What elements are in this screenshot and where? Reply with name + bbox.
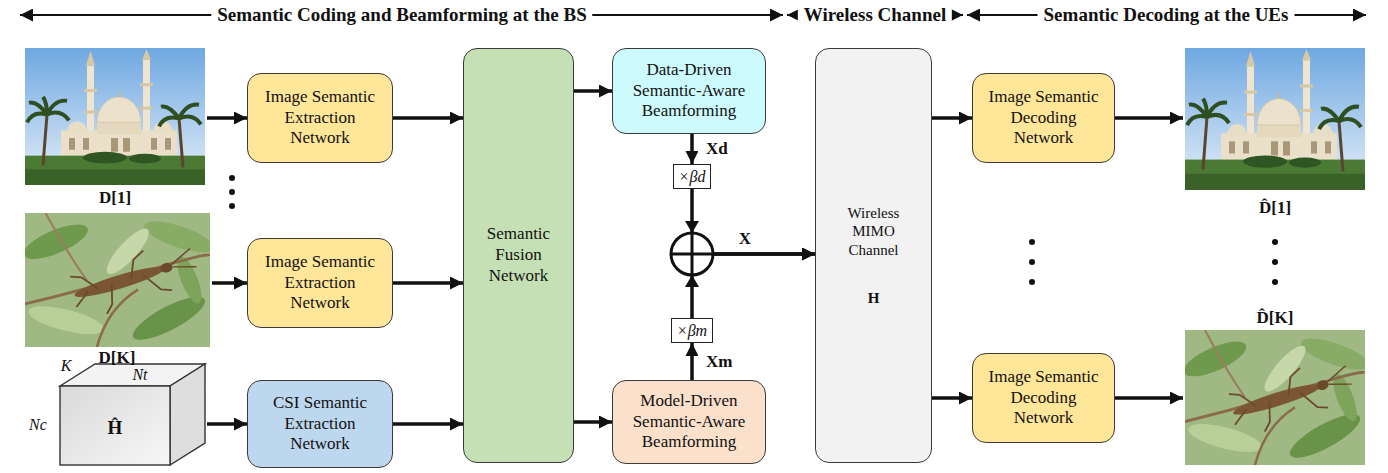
input-image [19, 213, 218, 347]
dot [1272, 279, 1278, 285]
dot [1029, 279, 1035, 285]
dot [1272, 239, 1278, 245]
node-text: Data-Driven Semantic-Aware Beamforming [621, 60, 757, 122]
decoding-network: Image Semantic Decoding Network [972, 73, 1115, 163]
section-title: Semantic Decoding at the UEs [1038, 4, 1295, 26]
dimension-label: K [61, 357, 72, 375]
node-text: CSI Semantic Extraction Network [256, 393, 384, 455]
dot [229, 175, 235, 181]
flow-connector [690, 134, 694, 164]
input-image [25, 48, 205, 185]
beamforming-box: Model-Driven Semantic-Aware Beamforming [612, 380, 766, 464]
flow-connector [393, 422, 463, 426]
channel-box: Wireless MIMO ChannelH [815, 48, 932, 463]
csi-extraction-network: CSI Semantic Extraction Network [247, 380, 393, 468]
node-text: ×βm [677, 321, 707, 341]
scaling-box: ×βd [673, 164, 712, 189]
signal-label: Xd [704, 139, 730, 159]
node-text: Model-Driven Semantic-Aware Beamforming [621, 391, 757, 453]
node-text: Wireless MIMO Channel [838, 204, 909, 259]
flow-arrow [1115, 396, 1183, 400]
adder-input-head [685, 275, 699, 287]
flow-connector [393, 281, 463, 285]
beamforming-box: Data-Driven Semantic-Aware Beamforming [612, 48, 766, 134]
flow-connector [393, 116, 463, 120]
image-label: D[K] [99, 348, 136, 368]
extraction-network: Image Semantic Extraction Network [247, 238, 393, 328]
flow-connector [932, 396, 972, 400]
matrix-symbol: Ĥ [108, 417, 123, 439]
flow-arrow [1115, 116, 1183, 120]
dot [1272, 259, 1278, 265]
image-label: D̂[1] [1259, 198, 1291, 218]
adder-symbol [671, 221, 713, 287]
csi-tensor-cube [60, 364, 205, 465]
dot [229, 203, 235, 209]
flow-connector [574, 420, 612, 424]
dimension-label: Nt [132, 366, 147, 384]
dot [1029, 239, 1035, 245]
adder-plus [691, 233, 694, 275]
node-text: Image Semantic Decoding Network [981, 367, 1106, 429]
signal-label: Xm [704, 352, 734, 372]
flow-connector [932, 116, 972, 120]
dot [229, 189, 235, 195]
flow-arrow [207, 422, 247, 426]
scaling-box: ×βm [671, 318, 713, 343]
section-title: Wireless Channel [798, 4, 952, 26]
matrix-symbol: H [868, 289, 880, 307]
flow-arrow [207, 116, 247, 120]
node-text: ×βd [679, 167, 706, 187]
cube-face [170, 364, 205, 465]
node-text: Image Semantic Extraction Network [256, 87, 384, 149]
node-text: Image Semantic Decoding Network [981, 87, 1106, 149]
cube-face [60, 386, 170, 465]
dot [1029, 259, 1035, 265]
output-image [1185, 48, 1365, 190]
dimension-label: Nc [29, 416, 47, 434]
fusion-network: Semantic Fusion Network [463, 48, 574, 463]
flow-arrow [212, 281, 247, 285]
section-title: Semantic Coding and Beamforming at the B… [211, 4, 592, 26]
image-label: D̂[K] [1257, 308, 1294, 328]
output-image [1179, 330, 1372, 465]
flow-connector [690, 343, 694, 380]
adder-circle [671, 233, 713, 275]
signal-label: X [739, 229, 751, 249]
extraction-network: Image Semantic Extraction Network [247, 73, 393, 163]
image-label: D[1] [99, 188, 131, 208]
flow-connector [574, 89, 612, 93]
decoding-network: Image Semantic Decoding Network [972, 353, 1115, 443]
node-text: Image Semantic Extraction Network [256, 252, 384, 314]
node-text: Semantic Fusion Network [478, 224, 559, 286]
adder-input-head [685, 221, 699, 233]
